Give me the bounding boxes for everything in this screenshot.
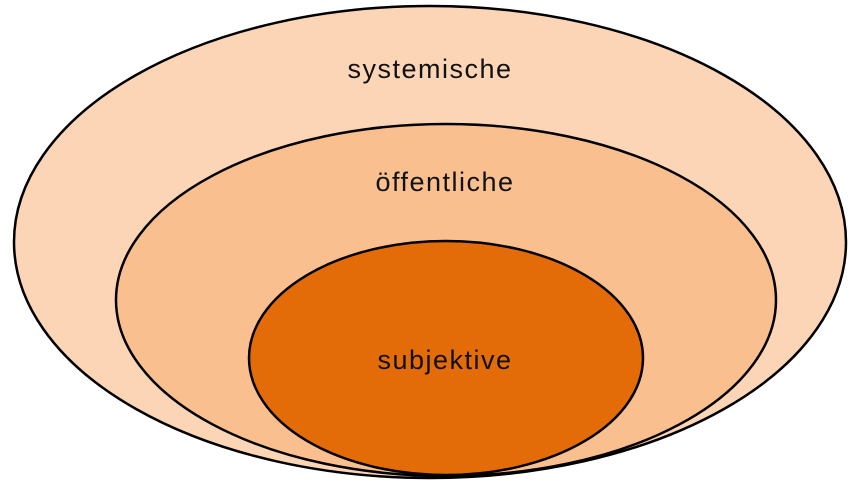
label-systemische: systemische (347, 54, 512, 84)
label-oeffentliche: öffentliche (375, 167, 514, 197)
inner-ellipse (247, 239, 645, 477)
layer-subjektive: subjektive (247, 239, 645, 477)
label-subjektive: subjektive (377, 345, 512, 375)
